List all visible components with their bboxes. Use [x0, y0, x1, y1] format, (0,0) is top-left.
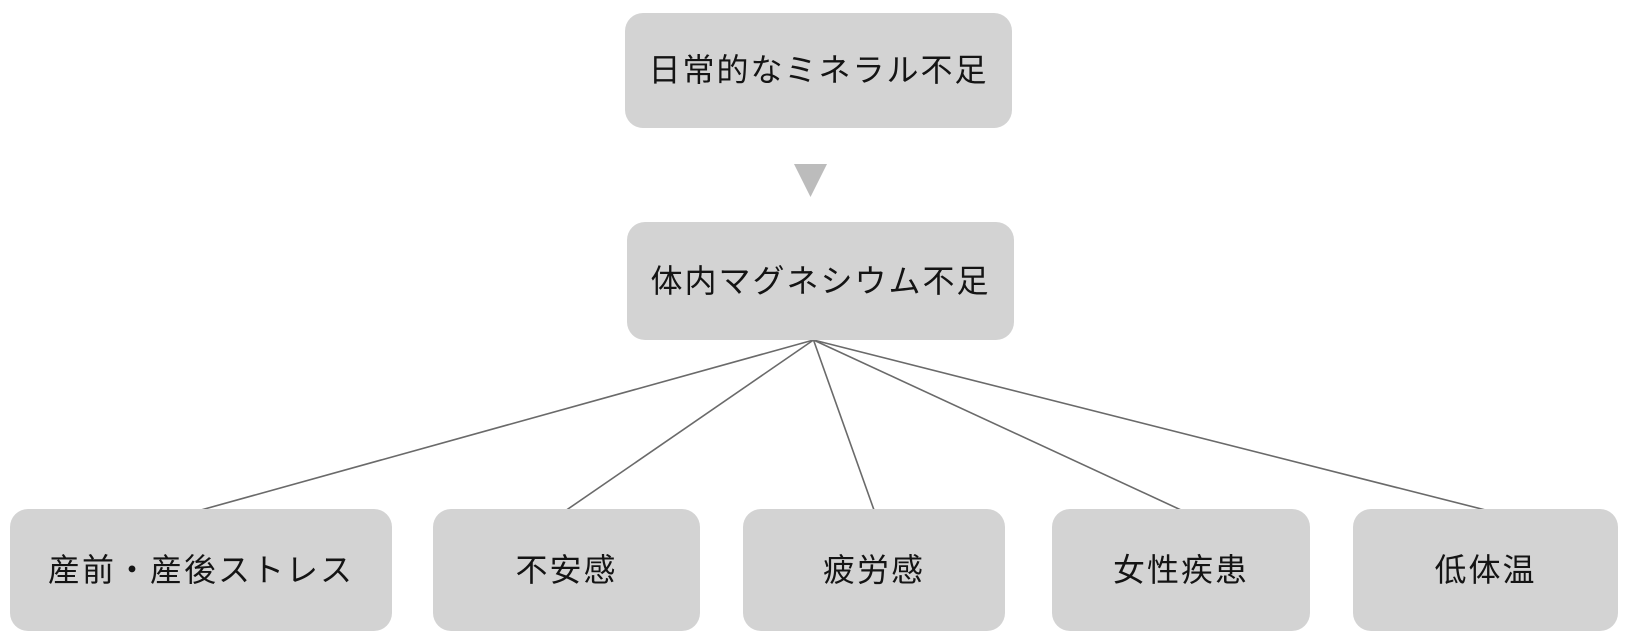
node-root: 日常的なミネラル不足 — [625, 13, 1012, 128]
connector-line — [813, 339, 1182, 511]
connector-line — [566, 339, 814, 511]
connector-line — [200, 339, 814, 511]
node-effect-label: 不安感 — [515, 551, 618, 588]
node-effect-anxiety: 不安感 — [433, 509, 700, 631]
connector-line — [812, 339, 875, 511]
node-effect-label: 低体温 — [1434, 551, 1537, 588]
node-effect-fatigue: 疲労感 — [743, 509, 1005, 631]
node-cause-label: 体内マグネシウム不足 — [650, 262, 991, 299]
node-effect-label: 疲労感 — [822, 551, 925, 588]
connector-line — [813, 339, 1486, 511]
node-effect-low-body-temperature: 低体温 — [1353, 509, 1618, 631]
down-arrow-icon — [794, 164, 827, 197]
node-cause: 体内マグネシウム不足 — [627, 222, 1014, 340]
node-effect-label: 産前・産後ストレス — [47, 551, 354, 588]
node-effect-prenatal-postnatal-stress: 産前・産後ストレス — [10, 509, 392, 631]
node-root-label: 日常的なミネラル不足 — [648, 52, 989, 89]
node-effect-female-disease: 女性疾患 — [1052, 509, 1310, 631]
node-effect-label: 女性疾患 — [1112, 551, 1249, 588]
